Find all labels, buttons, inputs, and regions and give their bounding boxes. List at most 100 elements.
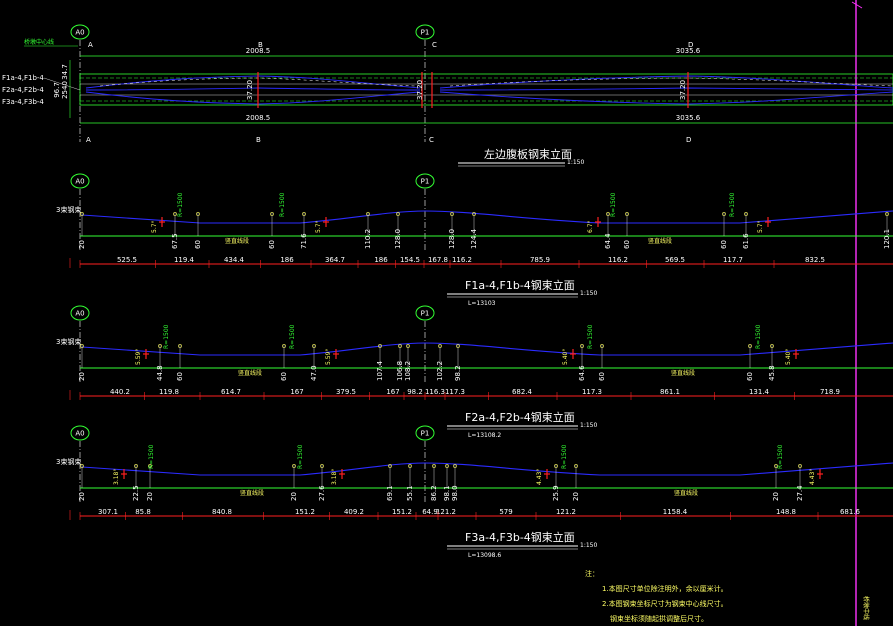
axis-bubble-label: A0 bbox=[75, 178, 84, 186]
curve-radius-label: R=1500 bbox=[289, 324, 296, 349]
dimension-label: 840.8 bbox=[212, 508, 232, 516]
axis-bubble-label: A0 bbox=[75, 430, 84, 438]
axis-bubble bbox=[70, 305, 90, 321]
ordinate-label: 60 bbox=[268, 240, 276, 249]
ordinate-point bbox=[472, 212, 476, 216]
dimension-label: 832.5 bbox=[805, 256, 825, 264]
ordinate-point bbox=[438, 344, 442, 348]
ordinate-label: 47.0 bbox=[310, 365, 318, 381]
dimension-label: 186 bbox=[374, 256, 388, 264]
ordinate-point bbox=[398, 344, 402, 348]
dimension-label: 121.2 bbox=[436, 508, 456, 516]
ordinate-label: 55.1 bbox=[406, 485, 414, 501]
ordinate-label: 60 bbox=[746, 372, 754, 381]
ordinate-point bbox=[744, 212, 748, 216]
dimension-label: 131.4 bbox=[749, 388, 770, 396]
plan-section-d-bottom: D bbox=[686, 136, 691, 144]
ordinate-point bbox=[396, 212, 400, 216]
dimension-label: 98.2 bbox=[407, 388, 423, 396]
ordinate-point bbox=[450, 212, 454, 216]
ordinate-label: 25.9 bbox=[552, 485, 560, 501]
ordinate-point bbox=[798, 464, 802, 468]
ordinate-point bbox=[408, 464, 412, 468]
plan-tendons bbox=[85, 75, 893, 105]
axis-bubble bbox=[415, 425, 435, 441]
ordinate-point bbox=[554, 464, 558, 468]
ordinate-label: 64.4 bbox=[604, 233, 612, 249]
ordinate-point bbox=[158, 344, 162, 348]
dimension-label: 154.5 bbox=[400, 256, 420, 264]
ordinate-point bbox=[196, 212, 200, 216]
dimension-label: 167.8 bbox=[428, 256, 448, 264]
dimension-label: 861.1 bbox=[660, 388, 680, 396]
curve-radius-label: R=1500 bbox=[148, 444, 155, 469]
angle-label: 4.43° bbox=[536, 469, 543, 485]
angle-label: 5.59° bbox=[325, 349, 332, 365]
ordinate-point bbox=[432, 464, 436, 468]
dimension-label: 116.2 bbox=[608, 256, 628, 264]
ordinate-label: 107.4 bbox=[376, 360, 384, 381]
elevation-scale: 1:150 bbox=[580, 422, 597, 429]
dimension-label: 569.5 bbox=[665, 256, 685, 264]
ordinate-point bbox=[320, 464, 324, 468]
straight-segment-label: 竖直线段 bbox=[240, 489, 264, 497]
ordinate-label: 60 bbox=[194, 240, 202, 249]
right-boundary-label: 桥墩中线 bbox=[862, 596, 870, 620]
plan-red-markers bbox=[257, 72, 689, 108]
plan-section-c-bottom: C bbox=[429, 136, 434, 144]
plan-section-b-bottom: B bbox=[256, 136, 261, 144]
dimension-label: 682.4 bbox=[512, 388, 533, 396]
ordinate-point bbox=[80, 212, 84, 216]
angle-label: 5.7° bbox=[757, 220, 764, 233]
angle-label: 3.18° bbox=[113, 469, 120, 485]
notes-block: 注： 1.本图尺寸单位除注明外，余以厘米计。 2.本图钢束坐标尺寸为钢束中心线尺… bbox=[585, 569, 728, 623]
dimension-label: 117.3 bbox=[582, 388, 602, 396]
plan-row-label-1: F1a-4,F1b-4 bbox=[2, 74, 44, 82]
plan-section-a-top: A bbox=[88, 41, 93, 49]
curve-radius-label: R=1500 bbox=[587, 324, 594, 349]
row-label: 3束钢束 bbox=[56, 205, 81, 214]
curve-radius-label: R=1500 bbox=[610, 192, 617, 217]
ordinate-label: 67.5 bbox=[171, 233, 179, 249]
dimension-label: 434.4 bbox=[224, 256, 245, 264]
ordinate-point bbox=[388, 464, 392, 468]
dimension-label: 440.2 bbox=[110, 388, 130, 396]
angle-label: 5.40° bbox=[562, 349, 569, 365]
axis-bubble bbox=[415, 305, 435, 321]
plan-top-dim-1: 2008.5 bbox=[246, 47, 271, 55]
dimension-label: 579 bbox=[499, 508, 512, 516]
curve-radius-label: R=1500 bbox=[755, 324, 762, 349]
ordinate-point bbox=[625, 212, 629, 216]
ordinate-label: 27.6 bbox=[318, 485, 326, 501]
dimension-label: 116.3 bbox=[425, 388, 445, 396]
row-label: 3束钢束 bbox=[56, 457, 81, 466]
axis-bubble bbox=[70, 425, 90, 441]
ordinate-label: 60 bbox=[176, 372, 184, 381]
dimension-label: 119.8 bbox=[159, 388, 179, 396]
axis-bubble-label: A0 bbox=[75, 310, 84, 318]
straight-segment-label: 竖直线段 bbox=[671, 369, 695, 377]
plan-web-band bbox=[79, 73, 893, 106]
ordinate-label: 60 bbox=[720, 240, 728, 249]
tendon-profile bbox=[81, 462, 893, 476]
dimension-label: 364.7 bbox=[325, 256, 345, 264]
ordinate-label: 61.6 bbox=[742, 233, 750, 249]
ordinate-point bbox=[600, 344, 604, 348]
ordinate-label: 124.4 bbox=[470, 228, 478, 249]
notes-line-3: 钢束坐标须随起拱调整后尺寸。 bbox=[610, 614, 708, 623]
plan-section-c-top: C bbox=[432, 41, 437, 49]
ordinate-label: 71.6 bbox=[300, 233, 308, 249]
ordinate-point bbox=[580, 344, 584, 348]
svg-text:A0: A0 bbox=[75, 29, 84, 37]
plan-vert-dim-3: 96.7 bbox=[53, 82, 61, 98]
ordinate-label: 60 bbox=[623, 240, 631, 249]
tendon-length: L=13098.6 bbox=[468, 552, 501, 559]
angle-label: 5.40° bbox=[785, 349, 792, 365]
dimension-label: 307.1 bbox=[98, 508, 118, 516]
right-boundary-tick bbox=[851, 1, 863, 9]
dimension-label: 148.8 bbox=[776, 508, 796, 516]
